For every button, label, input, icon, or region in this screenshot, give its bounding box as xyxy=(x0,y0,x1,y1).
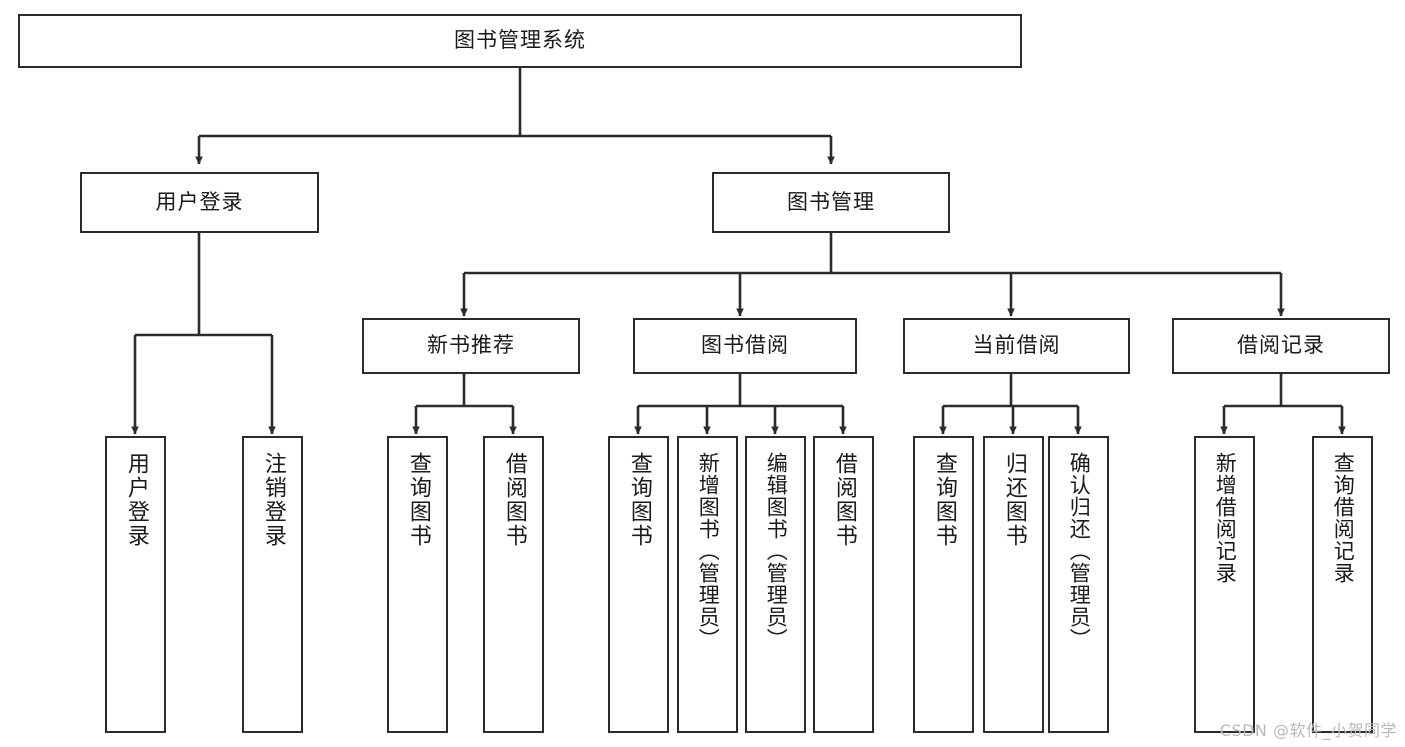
node-current-borrow[interactable]: 当前借阅 xyxy=(903,318,1130,374)
node-user-login[interactable]: 用户登录 xyxy=(80,172,319,233)
node-root[interactable]: 图书管理系统 xyxy=(18,14,1022,68)
node-new-book-rec-label: 新书推荐 xyxy=(427,333,515,358)
node-leaf-borrow-book-1-label: 借阅图书 xyxy=(501,452,527,548)
node-leaf-user-login[interactable]: 用户登录 xyxy=(105,436,166,733)
node-leaf-query-book-1-label: 查询图书 xyxy=(405,452,431,548)
node-leaf-query-book-3[interactable]: 查询图书 xyxy=(913,436,974,733)
node-root-label: 图书管理系统 xyxy=(454,28,586,53)
node-leaf-add-book-label: 新增图书（管理员） xyxy=(696,452,721,650)
node-leaf-add-book[interactable]: 新增图书（管理员） xyxy=(677,436,738,733)
node-leaf-return-book[interactable]: 归还图书 xyxy=(983,436,1044,733)
node-leaf-return-book-label: 归还图书 xyxy=(1001,452,1027,548)
node-leaf-edit-book[interactable]: 编辑图书（管理员） xyxy=(745,436,806,733)
node-leaf-query-record[interactable]: 查询借阅记录 xyxy=(1312,436,1373,733)
node-leaf-logout-label: 注销登录 xyxy=(260,452,286,548)
node-borrow-record[interactable]: 借阅记录 xyxy=(1172,318,1390,374)
node-book-borrow-label: 图书借阅 xyxy=(701,333,789,358)
node-book-borrow[interactable]: 图书借阅 xyxy=(633,318,857,374)
node-leaf-query-record-label: 查询借阅记录 xyxy=(1331,452,1356,584)
node-leaf-user-login-label: 用户登录 xyxy=(123,452,149,548)
node-leaf-logout[interactable]: 注销登录 xyxy=(242,436,303,733)
node-leaf-add-record-label: 新增借阅记录 xyxy=(1213,452,1238,584)
node-leaf-query-book-1[interactable]: 查询图书 xyxy=(387,436,448,733)
node-leaf-query-book-2-label: 查询图书 xyxy=(626,452,652,548)
node-leaf-confirm-return[interactable]: 确认归还（管理员） xyxy=(1048,436,1109,733)
csdn-watermark: CSDN @软件_小贺同学 xyxy=(1219,721,1397,740)
node-leaf-borrow-book-1[interactable]: 借阅图书 xyxy=(483,436,544,733)
node-leaf-edit-book-label: 编辑图书（管理员） xyxy=(764,452,789,650)
node-user-login-label: 用户登录 xyxy=(155,189,244,214)
node-leaf-query-book-3-label: 查询图书 xyxy=(931,452,957,548)
node-book-manage-label: 图书管理 xyxy=(787,189,875,214)
node-leaf-query-book-2[interactable]: 查询图书 xyxy=(608,436,669,733)
node-current-borrow-label: 当前借阅 xyxy=(972,333,1061,358)
node-leaf-confirm-return-label: 确认归还（管理员） xyxy=(1067,452,1092,650)
node-borrow-record-label: 借阅记录 xyxy=(1237,333,1325,358)
node-book-manage[interactable]: 图书管理 xyxy=(712,172,950,233)
node-leaf-borrow-book-2[interactable]: 借阅图书 xyxy=(813,436,874,733)
node-new-book-rec[interactable]: 新书推荐 xyxy=(362,318,580,374)
node-leaf-add-record[interactable]: 新增借阅记录 xyxy=(1194,436,1255,733)
node-leaf-borrow-book-2-label: 借阅图书 xyxy=(831,452,857,548)
